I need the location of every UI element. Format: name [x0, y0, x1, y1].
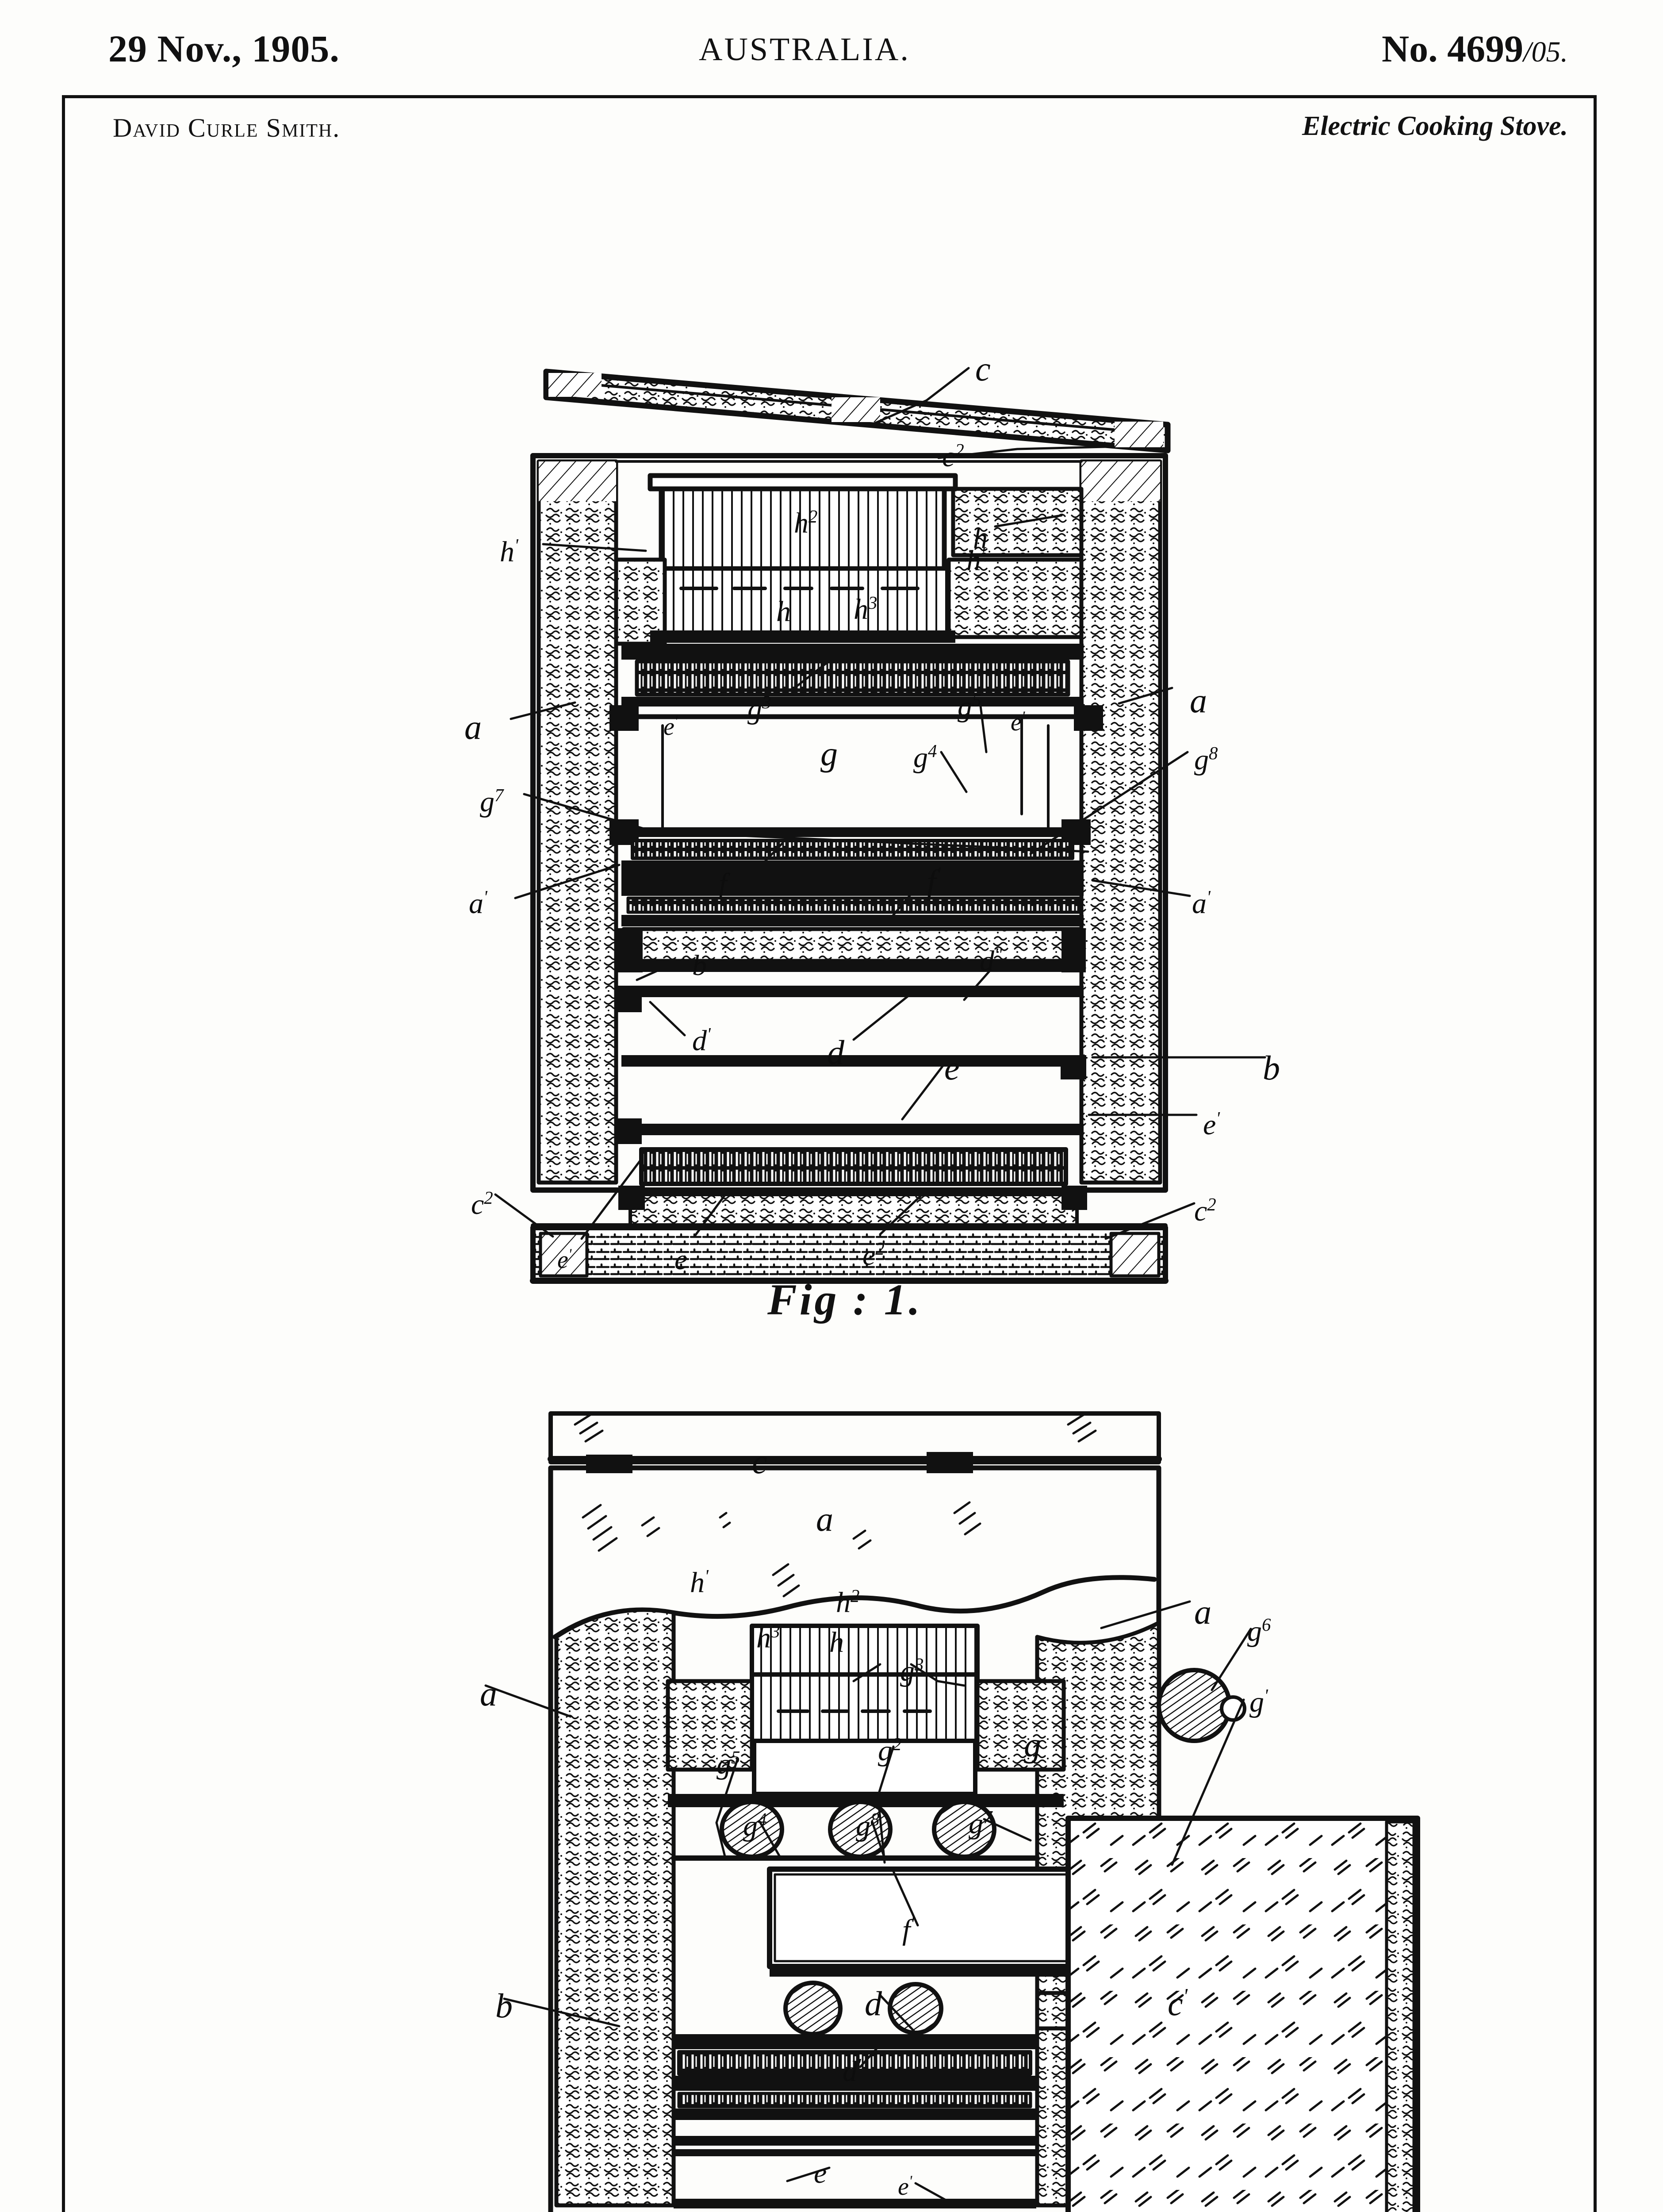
fig1-label-h3: h3	[854, 593, 877, 626]
fig1-label-f-prime: f'	[927, 863, 941, 901]
fig1-label-f: f	[719, 868, 727, 900]
fig2-label-h3: h3	[756, 1621, 780, 1654]
fig1-lid	[543, 369, 1171, 453]
fig1-label-g: g	[820, 734, 838, 773]
inventor-name: David Curle Smith.	[113, 113, 341, 142]
figure-2-drawing	[484, 1411, 1420, 2212]
fig2-shelves	[674, 2136, 1036, 2208]
fig1-upper-heater	[609, 644, 1103, 731]
fig1-label-h-prime-left: h'	[500, 535, 518, 568]
fig2-label-e: e	[814, 2157, 827, 2189]
fig1-label-b-right: b	[1263, 1048, 1280, 1087]
fig2-label-a-right: a	[1194, 1593, 1211, 1631]
fig2-label-g5: g5	[717, 1747, 740, 1780]
fig1-label-g8: g8	[1194, 743, 1218, 776]
fig1-label-g3: g3	[747, 692, 771, 725]
fig1-label-h-prime-right: h'	[966, 544, 985, 577]
fig1-leaders	[494, 367, 1266, 1240]
country-label: AUSTRALIA.	[699, 31, 910, 68]
fig2-leaders	[484, 1600, 1252, 2207]
fig1-label-a-right: a	[1190, 681, 1207, 720]
patent-number: No. 4699/05.	[1382, 27, 1568, 71]
fig2-label-h-prime: h'	[690, 1566, 709, 1599]
fig1-label-a-prime-right: a'	[1192, 887, 1211, 920]
fig2-label-a-left: a	[480, 1674, 497, 1713]
fig1-chambers	[616, 928, 1086, 1144]
fig2-label-c: c	[752, 1442, 767, 1481]
fig1-label-e-prime-right2: e'	[1203, 1108, 1220, 1141]
fig2-label-h2: h2	[836, 1586, 860, 1619]
figure-1-drawing	[494, 367, 1266, 1284]
fig2-label-g8: g8	[856, 1809, 880, 1842]
fig2-label-h: h	[829, 1626, 844, 1659]
fig2-heater-stack	[674, 2034, 1036, 2120]
fig1-label-e-prime-base: e'	[557, 1245, 572, 1274]
fig1-casing	[530, 453, 1168, 1193]
fig2-label-g7: g7	[969, 1807, 992, 1840]
fig1-label-d-prime: d'	[692, 1024, 711, 1057]
fig2-label-g6: g6	[1247, 1615, 1271, 1647]
fig1-top-element	[614, 473, 1084, 646]
fig2-label-f-prime: f'	[902, 1913, 915, 1946]
page-border	[62, 95, 1597, 2212]
fig1-label-e2: e2	[862, 1239, 885, 1271]
fig2-label-g4: g4	[743, 1809, 767, 1842]
fig1-oven-heater	[621, 839, 1084, 972]
fig1-label-h-base: h	[776, 595, 791, 628]
fig2-label-g3: g3	[900, 1655, 924, 1687]
fig1-bottom-heater	[618, 1147, 1087, 1228]
invention-title: Electric Cooking Stove.	[1302, 111, 1568, 141]
fig1-label-e-prime-right: e'	[1011, 708, 1025, 736]
patent-number-year: /05.	[1523, 36, 1568, 68]
fig1-label-e: e	[944, 1048, 960, 1087]
fig1-label-h2: h2	[794, 507, 818, 539]
fig2-label-g-prime: g'	[1249, 1686, 1268, 1718]
fig1-label-e-prime-left: e'	[663, 712, 678, 741]
publication-date: 29 Nov., 1905.	[108, 27, 340, 70]
fig1-label-g5: g5	[958, 690, 981, 723]
fig2-bosses-row1	[671, 1800, 1040, 1861]
fig1-label-d-double: d''	[980, 945, 1002, 977]
page-header: 29 Nov., 1905. AUSTRALIA. No. 4699/05.	[0, 27, 1663, 75]
fig1-label-g7: g7	[480, 785, 504, 818]
fig1-label-c2-left: c2	[471, 1188, 493, 1221]
fig2-label-d-prime: d'	[843, 2055, 861, 2088]
fig2-label-b: b	[495, 1986, 513, 2025]
fig1-label-b: b	[692, 949, 707, 982]
fig2-door	[1065, 1816, 1420, 2212]
fig1-label-h: h	[973, 522, 988, 555]
fig1-label-e-base: e	[674, 1244, 688, 1276]
fig2-label-g: g	[1024, 1725, 1041, 1764]
fig1-label-a-left: a	[464, 708, 482, 746]
fig1-label-d: d	[827, 1033, 844, 1071]
fig1-label-c: c	[975, 349, 991, 388]
fig2-label-a-top: a	[816, 1500, 833, 1538]
fig2-label-c-prime: c'	[1168, 1984, 1188, 2023]
fig2-label-g2: g2	[878, 1734, 902, 1767]
fig2-label-e-prime: e'	[898, 2172, 912, 2200]
fig1-label-g4: g4	[913, 741, 937, 774]
fig2-top-element	[666, 1624, 1066, 1807]
patent-number-main: No. 4699	[1382, 27, 1524, 70]
fig2-label-d: d	[865, 1984, 882, 2023]
fig2-lid	[548, 1411, 1162, 1473]
figure-1-caption: Fig : 1.	[767, 1275, 923, 1324]
fig1-label-c2-right: c2	[1194, 1194, 1216, 1227]
fig1-label-c2: c2	[942, 440, 964, 473]
fig1-base	[530, 1223, 1169, 1284]
fig1-label-a-prime-left: a'	[469, 887, 487, 920]
